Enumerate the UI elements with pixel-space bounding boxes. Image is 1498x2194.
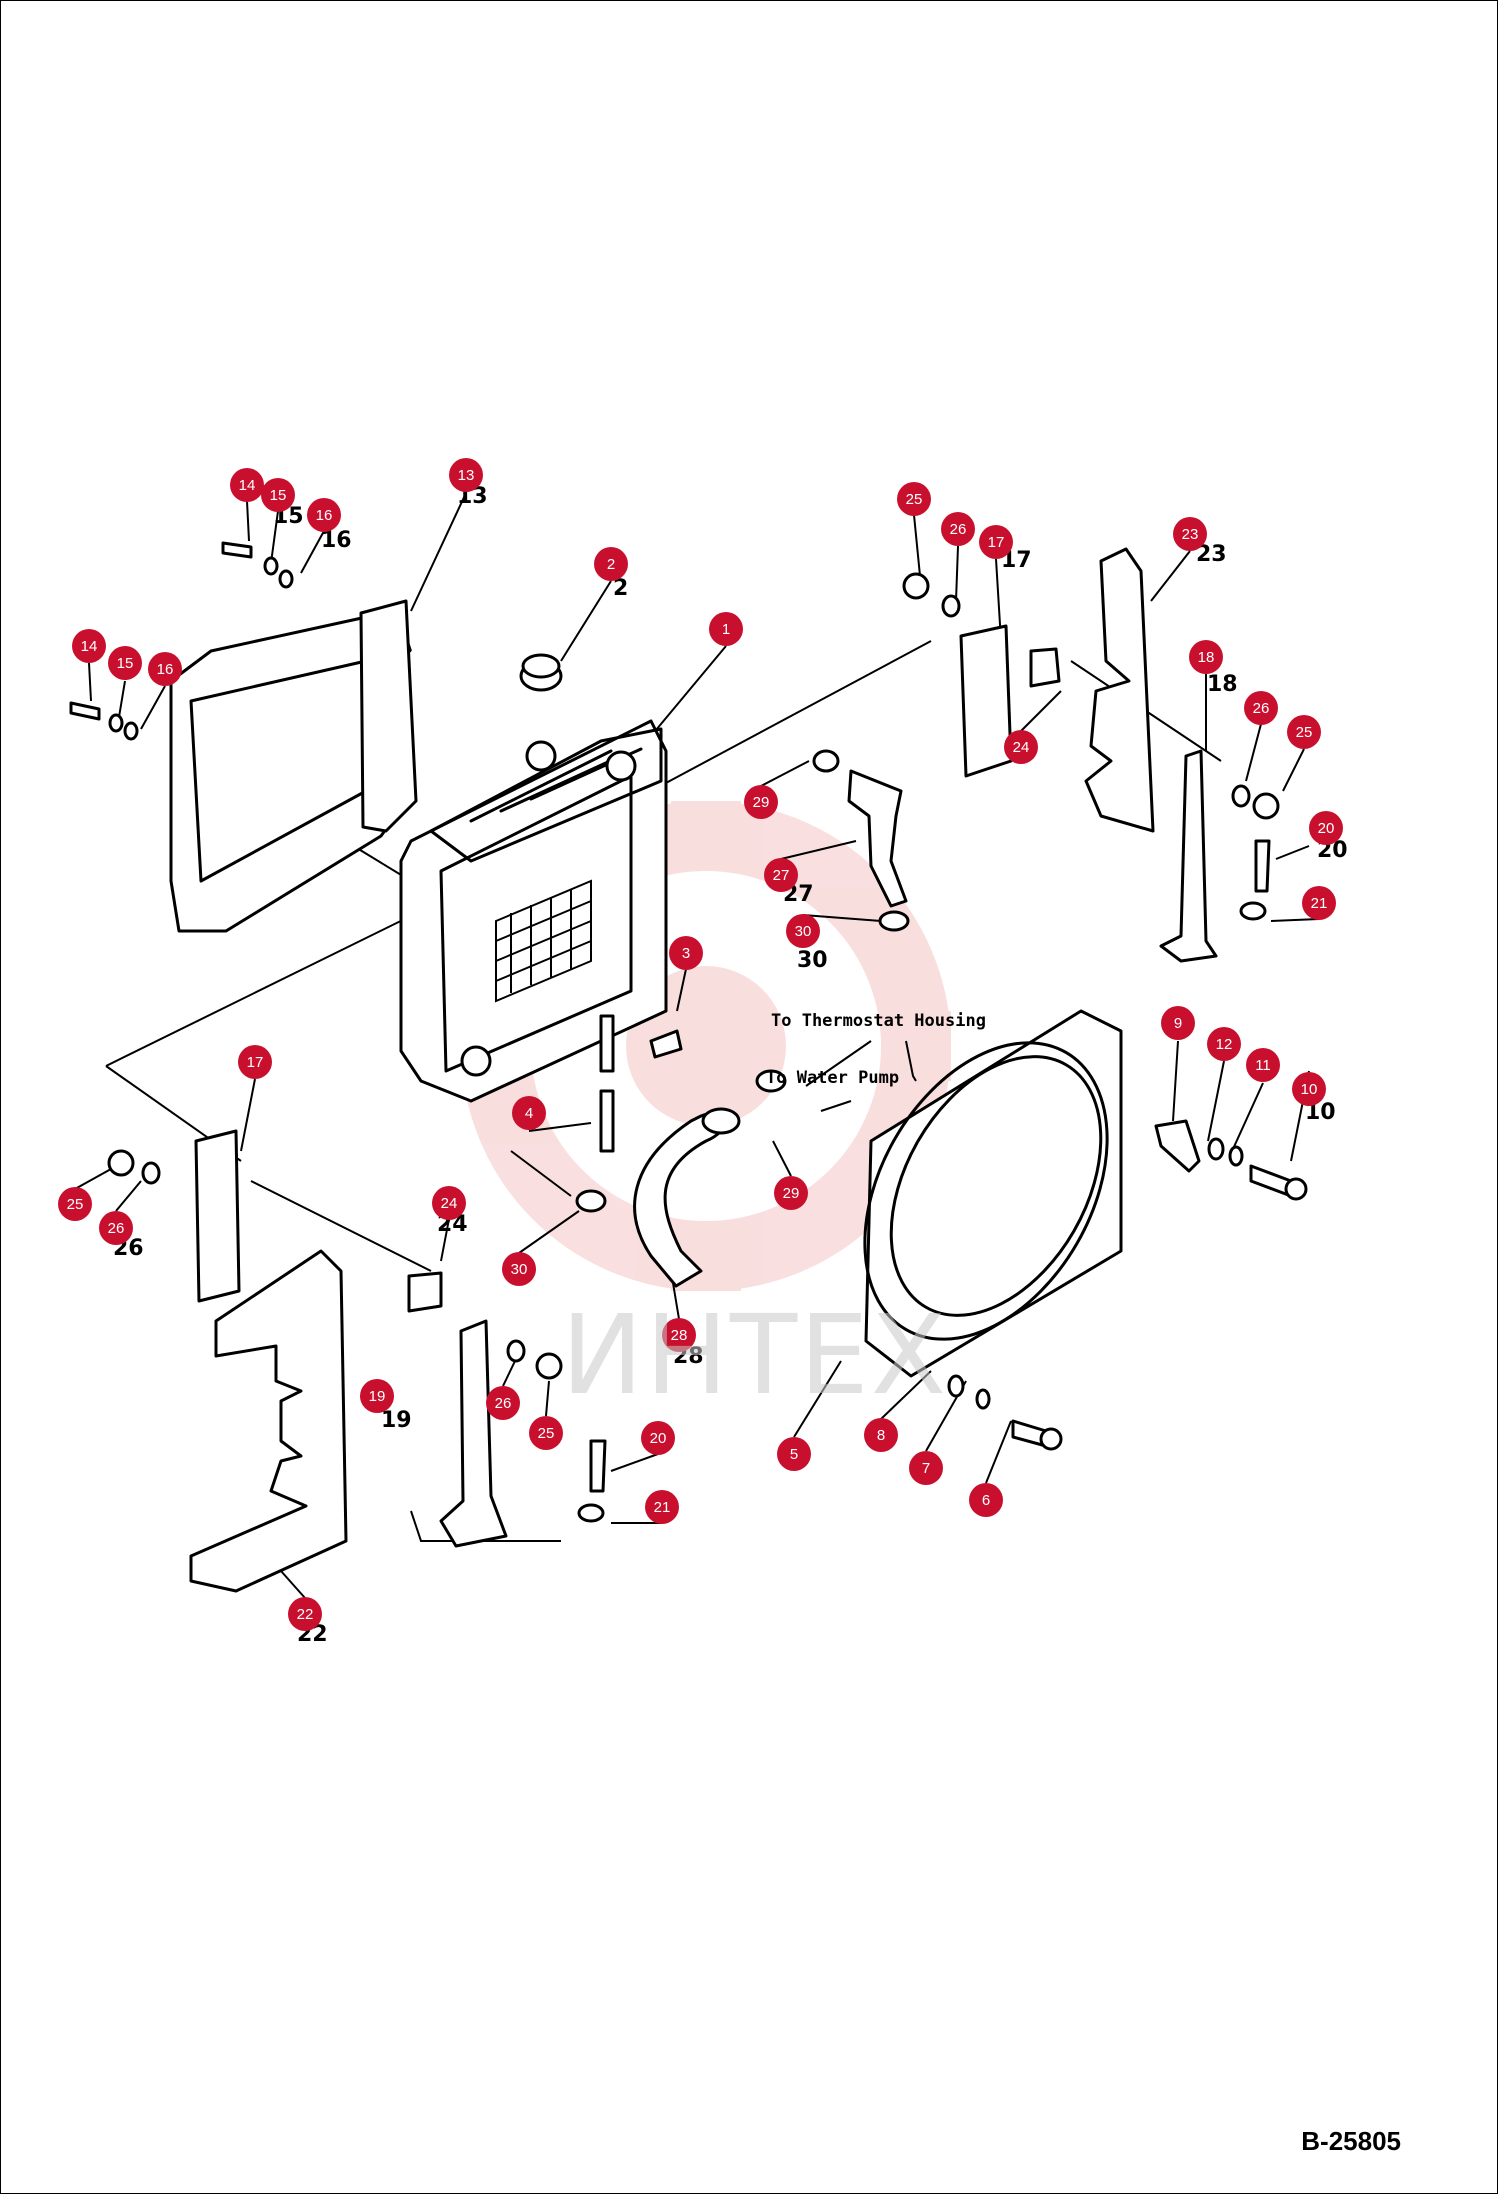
callout-18[interactable]: 18 — [1189, 640, 1223, 674]
callout-26[interactable]: 26 — [99, 1211, 133, 1245]
callout-13[interactable]: 13 — [449, 458, 483, 492]
callout-6[interactable]: 6 — [969, 1483, 1003, 1517]
callout-23[interactable]: 23 — [1173, 517, 1207, 551]
callout-25[interactable]: 25 — [529, 1416, 563, 1450]
callout-16[interactable]: 16 — [307, 498, 341, 532]
callout-3[interactable]: 3 — [669, 936, 703, 970]
drain-cock-and-short-hose — [599, 1014, 683, 1153]
callout-14[interactable]: 14 — [72, 629, 106, 663]
callout-26[interactable]: 26 — [941, 512, 975, 546]
callout-25[interactable]: 25 — [897, 482, 931, 516]
callout-17[interactable]: 17 — [238, 1045, 272, 1079]
callout-21[interactable]: 21 — [1302, 886, 1336, 920]
callout-1[interactable]: 1 — [709, 612, 743, 646]
callout-17[interactable]: 17 — [979, 525, 1013, 559]
callout-2[interactable]: 2 — [594, 547, 628, 581]
callout-11[interactable]: 11 — [1246, 1048, 1280, 1082]
callout-24[interactable]: 24 — [432, 1186, 466, 1220]
callout-29[interactable]: 29 — [774, 1176, 808, 1210]
callout-10[interactable]: 10 — [1292, 1072, 1326, 1106]
callout-14[interactable]: 14 — [230, 468, 264, 502]
guard-bolts-and-washers — [69, 541, 294, 741]
callout-19[interactable]: 19 — [360, 1379, 394, 1413]
drawn-number-30: 30 — [797, 948, 828, 973]
left-guard-panel — [169, 599, 418, 933]
callout-16[interactable]: 16 — [148, 652, 182, 686]
callout-30[interactable]: 30 — [786, 914, 820, 948]
left-bracket-panel — [107, 1129, 607, 1593]
upper-hose — [812, 749, 910, 932]
callout-12[interactable]: 12 — [1207, 1027, 1241, 1061]
callout-25[interactable]: 25 — [1287, 715, 1321, 749]
callout-29[interactable]: 29 — [744, 785, 778, 819]
callout-15[interactable]: 15 — [108, 646, 142, 680]
callout-26[interactable]: 26 — [486, 1386, 520, 1420]
callout-5[interactable]: 5 — [777, 1437, 811, 1471]
callout-24[interactable]: 24 — [1004, 730, 1038, 764]
callout-8[interactable]: 8 — [864, 1418, 898, 1452]
callout-25[interactable]: 25 — [58, 1187, 92, 1221]
radiator-cap — [519, 653, 563, 692]
callout-28[interactable]: 28 — [662, 1318, 696, 1352]
note-thermostat-housing: To Thermostat Housing — [771, 1011, 986, 1031]
callout-21[interactable]: 21 — [645, 1490, 679, 1524]
drawn-number-16: 16 — [321, 528, 352, 553]
lower-hose — [575, 1069, 787, 1288]
callout-26[interactable]: 26 — [1244, 691, 1278, 725]
callout-7[interactable]: 7 — [909, 1451, 943, 1485]
callout-20[interactable]: 20 — [641, 1421, 675, 1455]
radiator-core — [399, 719, 668, 1103]
drawn-number-19: 19 — [381, 1408, 412, 1433]
callout-20[interactable]: 20 — [1309, 811, 1343, 845]
callout-22[interactable]: 22 — [288, 1597, 322, 1631]
callout-27[interactable]: 27 — [764, 858, 798, 892]
callout-15[interactable]: 15 — [261, 478, 295, 512]
watermark-text: ИНТЕХ — [561, 1291, 949, 1419]
fan-shroud — [863, 1009, 1123, 1378]
drawn-number-2: 2 — [613, 576, 628, 601]
shroud-bracket-and-bolts — [947, 1119, 1308, 1451]
right-bracket-panel — [902, 547, 1280, 963]
callout-30[interactable]: 30 — [502, 1252, 536, 1286]
note-water-pump: To Water Pump — [766, 1068, 899, 1088]
callout-9[interactable]: 9 — [1161, 1006, 1195, 1040]
drawing-code: B-25805 — [1301, 2126, 1401, 2156]
drawn-number-18: 18 — [1207, 672, 1238, 697]
callout-4[interactable]: 4 — [512, 1096, 546, 1130]
note-arrows — [820, 1040, 917, 1112]
